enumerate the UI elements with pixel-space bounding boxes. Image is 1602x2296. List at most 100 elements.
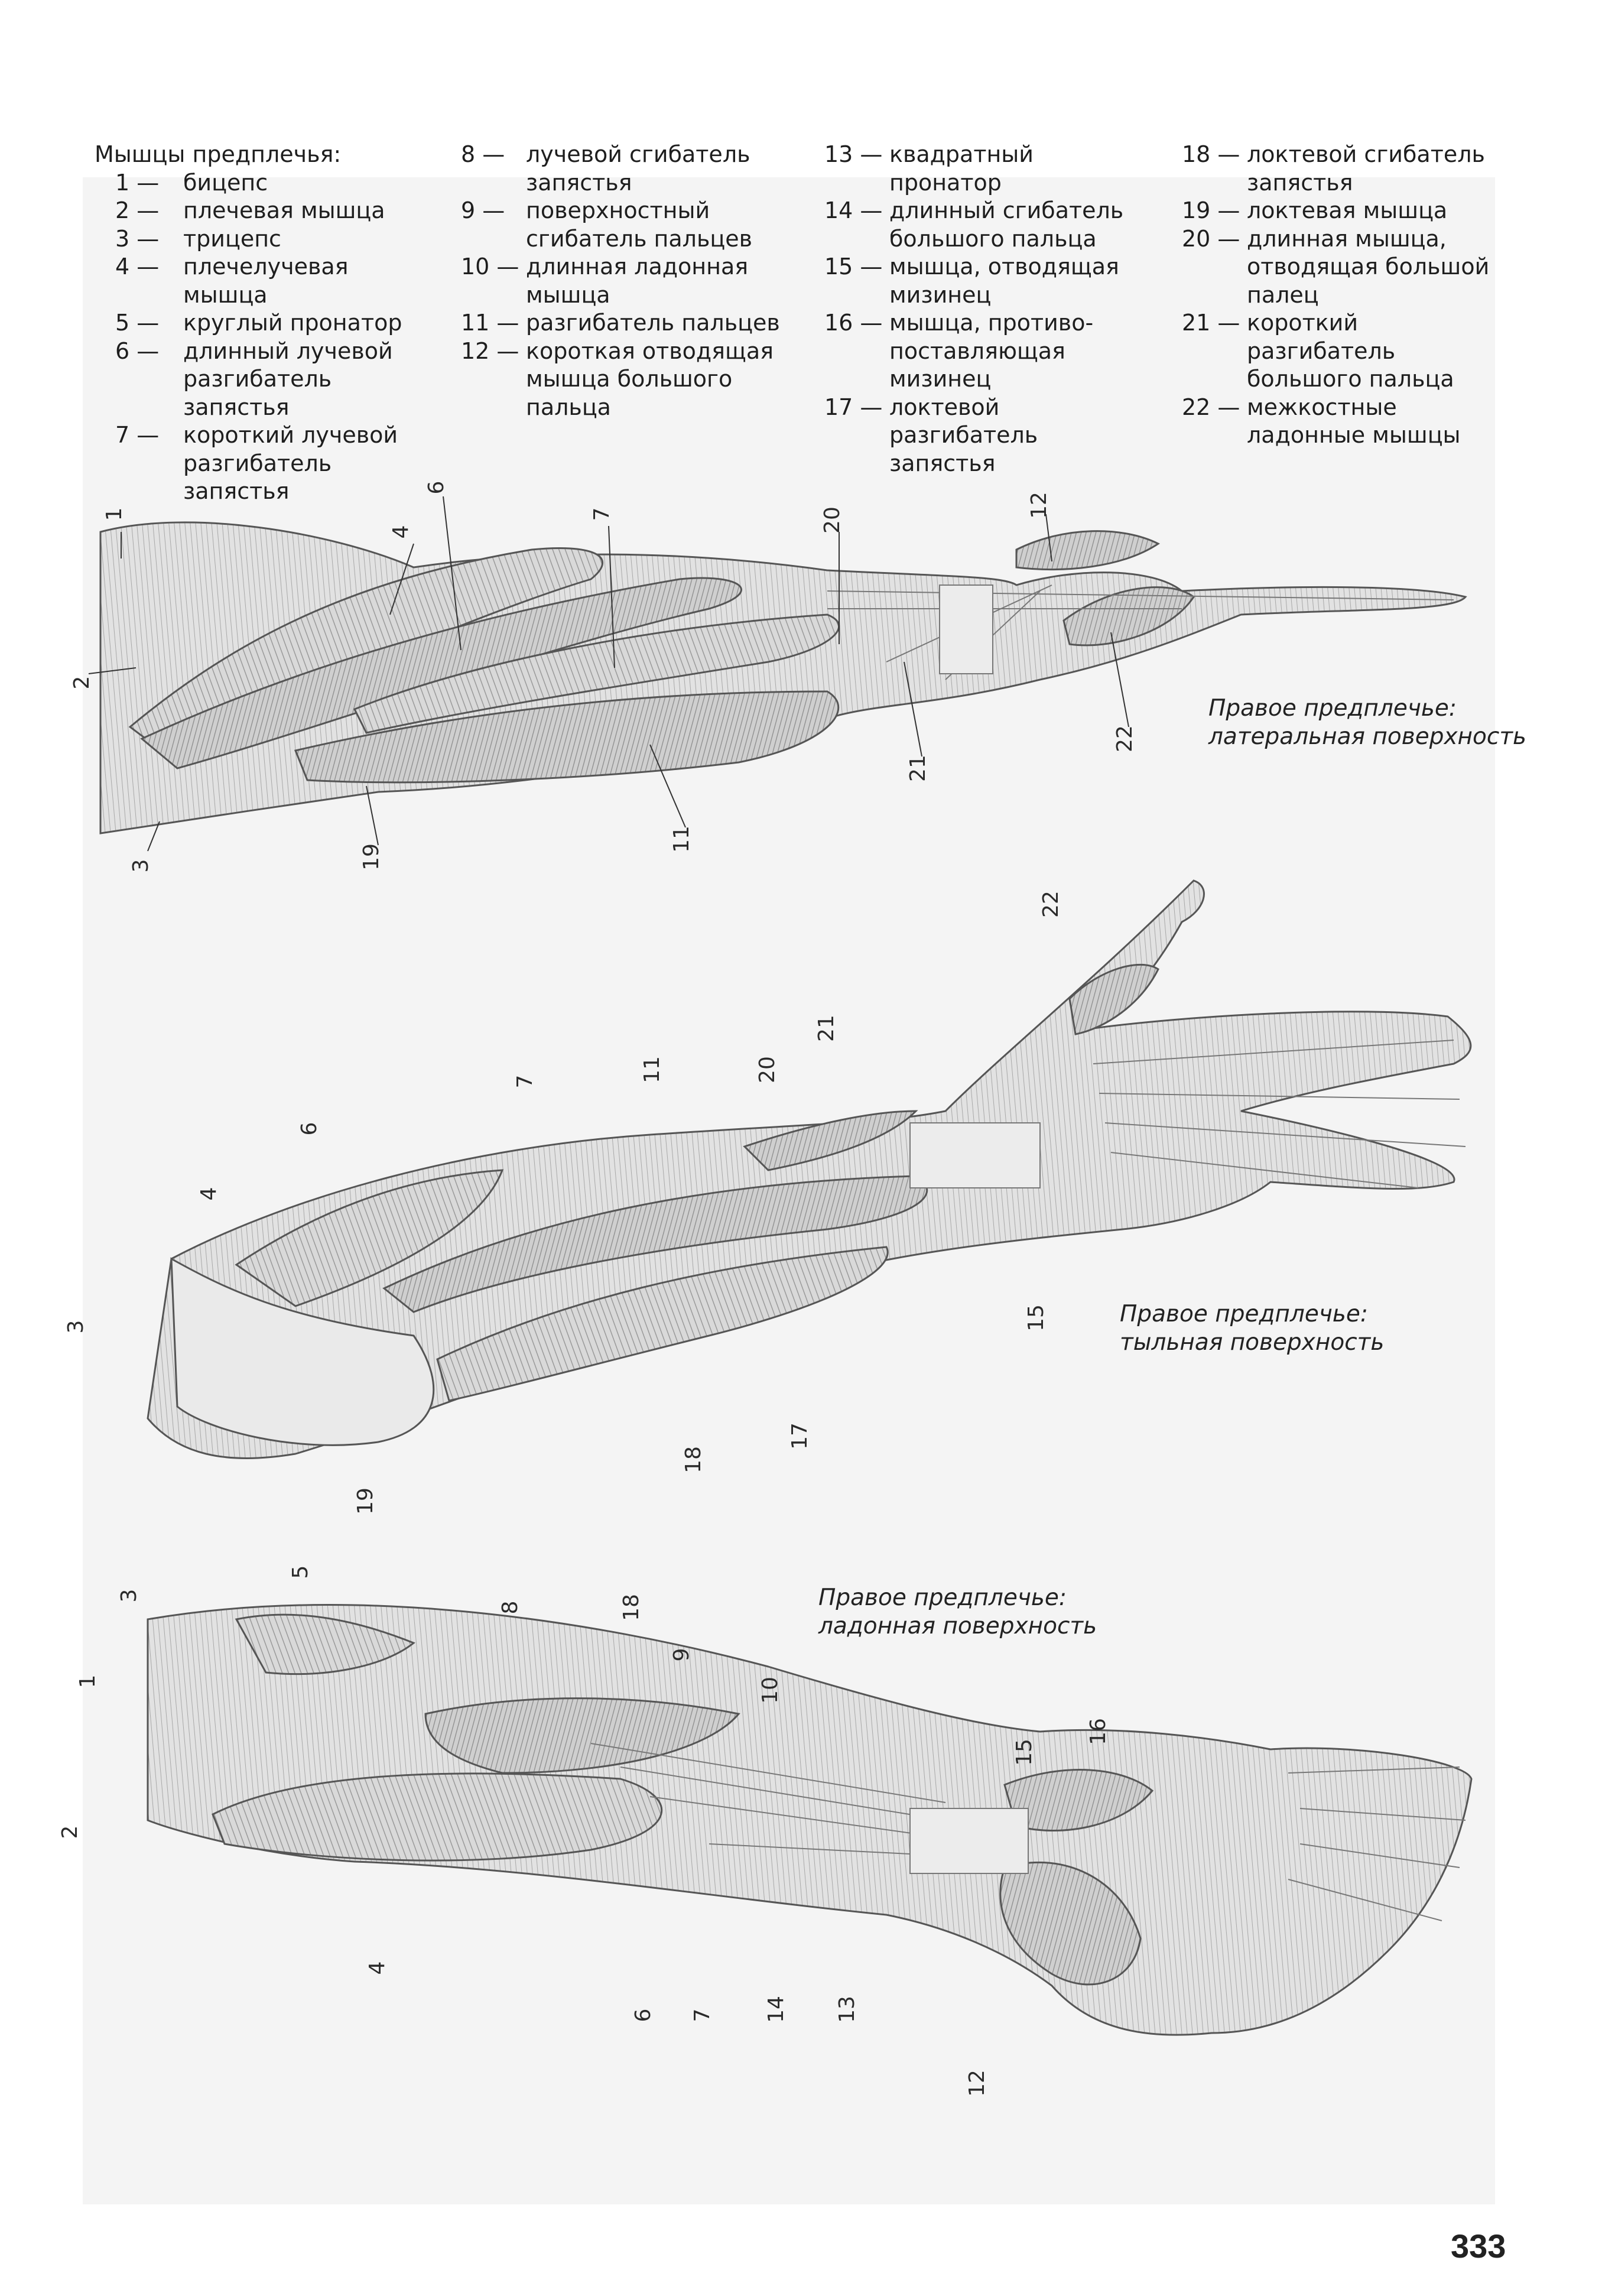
legend-entry-number: 7 — [115, 422, 160, 448]
fig2-fingers [1093, 1040, 1466, 1188]
figure-label-19: 19 [353, 1488, 378, 1515]
legend-entry-number: 6 — [115, 337, 160, 364]
legend-entry-text: трицепс [183, 225, 281, 252]
caption-lateral-line2: латеральная поверхность [1208, 723, 1527, 750]
legend-entry: 15 —мышца, отводящая мизинец [824, 253, 1138, 309]
fig2-elbow [170, 1257, 435, 1446]
fig2-muscle-20 [743, 1110, 918, 1171]
legend-entry: 21 —короткий разгибатель большого пальца [1182, 309, 1513, 394]
legend-entry: 17 —локтевой разгибатель запястья [824, 394, 1138, 478]
caption-dorsal-line1: Правое предплечье: [1120, 1301, 1369, 1327]
legend-entry-number: 8 — [461, 141, 505, 167]
legend-entry: 13 —квадратный пронатор [824, 141, 1138, 197]
legend-entry-text: длинная мышца, отводящая большой палец [1247, 225, 1490, 308]
legend-entry-number: 17 — [824, 394, 883, 420]
fig3-fingers [1288, 1766, 1466, 1921]
legend-entry: 20 —длинная мышца, отводящая большой пал… [1182, 225, 1513, 310]
figure-label-19: 19 [359, 843, 384, 871]
figure-label-11: 11 [640, 1056, 664, 1083]
legend-entry: 12 —короткая отводящая мышца большого па… [461, 337, 780, 422]
fig2-wrist-band [909, 1122, 1041, 1188]
legend-entry: 11 —разгибатель пальцев [461, 309, 780, 337]
fig1-wrist-band [939, 584, 993, 674]
figure-label-15: 15 [1012, 1739, 1036, 1766]
figure-label-6: 6 [631, 2009, 655, 2022]
legend-entry: 4 —плечелучевая мышца [115, 253, 425, 309]
legend-entry-text: плечелучевая мышца [183, 254, 349, 308]
fig2-muscle-6 [235, 1169, 504, 1307]
figure-label-11: 11 [670, 826, 694, 853]
legend-entry-text: локтевой сгибатель запястья [1247, 141, 1485, 196]
legend-entry-text: локтевая мышца [1247, 197, 1448, 223]
legend-entry-number: 11 — [461, 310, 519, 336]
legend-entry-text: лучевой сгибатель запястья [526, 141, 750, 196]
figure-lateral [99, 521, 1467, 834]
legend-entry-number: 10 — [461, 254, 519, 280]
legend-entry-text: длинный лучевой разгибатель запястья [183, 337, 393, 420]
figure-label-12: 12 [1027, 492, 1051, 519]
legend-entry-number: 12 — [461, 337, 519, 364]
fig3-muscle-5 [235, 1613, 415, 1675]
figure-label-4: 4 [389, 525, 413, 539]
legend-entry: 22 —межкостные ладонные мышцы [1182, 394, 1513, 450]
legend-entry: 16 —мышца, противо-поставляющая мизинец [824, 309, 1138, 394]
figure-label-18: 18 [681, 1446, 706, 1473]
label-leader-lines [88, 496, 1129, 852]
figure-label-22: 22 [1113, 725, 1137, 752]
figure-label-7: 7 [690, 2009, 714, 2022]
caption-dorsal: Правое предплечье: тыльная поверхность [1120, 1300, 1384, 1357]
fig1-muscle-12 [1015, 530, 1160, 571]
caption-lateral-line1: Правое предплечье: [1208, 695, 1457, 722]
legend-entry-number: 16 — [824, 310, 883, 336]
figure-label-3: 3 [64, 1320, 88, 1334]
figure-label-7: 7 [590, 508, 614, 521]
legend-entry-number: 9 — [461, 197, 505, 223]
legend-entry-text: локтевой разгибатель запястья [889, 394, 1038, 476]
figure-label-17: 17 [788, 1423, 812, 1450]
caption-dorsal-line2: тыльная поверхность [1120, 1329, 1385, 1356]
fig2-muscle-18 [436, 1246, 889, 1402]
legend-entry: 18 — локтевой сгибатель запястья [1182, 141, 1513, 197]
legend-entry-text: мышца, противо-поставляющая мизинец [889, 310, 1094, 392]
legend-entry: 14 —длинный сгибатель большого пальца [824, 197, 1138, 253]
figure-label-14: 14 [764, 1996, 788, 2023]
figure-label-12: 12 [965, 2070, 989, 2097]
legend-entry-number: 21 — [1182, 310, 1240, 336]
legend-entry-number: 2 — [115, 197, 160, 223]
legend-entry: 6 — длинный лучевой разгибатель запястья [115, 337, 425, 422]
fig2-muscle-22 [1068, 963, 1159, 1035]
figure-label-18: 18 [619, 1594, 644, 1621]
legend-entry-number: 3 — [115, 225, 160, 252]
legend-entry-number: 14 — [824, 197, 883, 223]
figure-label-4: 4 [197, 1187, 221, 1201]
figure-label-9: 9 [670, 1648, 694, 1662]
legend-entry-number: 15 — [824, 254, 883, 280]
legend-entry-number: 13 — [824, 141, 883, 167]
caption-palmar: Правое предплечье: ладонная поверхность [818, 1584, 1097, 1641]
figure-label-2: 2 [58, 1826, 82, 1839]
figure-label-3: 3 [117, 1589, 141, 1603]
legend-entry-number: 1 — [115, 169, 160, 196]
legend-entry-text: межкостные ладонные мышцы [1247, 394, 1461, 449]
figure-label-22: 22 [1039, 891, 1063, 918]
figure-label-10: 10 [758, 1677, 782, 1704]
legend-entry-number: 18 — [1182, 141, 1240, 167]
figure-label-16: 16 [1086, 1718, 1110, 1745]
figure-label-6: 6 [424, 481, 449, 495]
legend-entry-text: плечевая мышца [183, 197, 385, 223]
figure-label-1: 1 [76, 1675, 100, 1688]
page-number: 333 [1451, 2227, 1506, 2265]
fig1-muscle-7 [353, 613, 840, 734]
fig3-muscle-15 [1003, 1769, 1154, 1831]
legend-title: Мышцы предплечья: [95, 141, 342, 167]
legend-entry: 8 — лучевой сгибатель запястья [461, 141, 780, 197]
fig2-muscle-11 [382, 1175, 928, 1313]
legend-entry-text: круглый пронатор [183, 310, 402, 336]
figure-label-5: 5 [288, 1566, 313, 1579]
legend-entry-text: мышца, отводящая мизинец [889, 254, 1119, 308]
legend-entry: 3 — трицепс [115, 225, 425, 254]
caption-palmar-line2: ладонная поверхность [818, 1613, 1097, 1639]
figure-label-21: 21 [906, 755, 930, 782]
